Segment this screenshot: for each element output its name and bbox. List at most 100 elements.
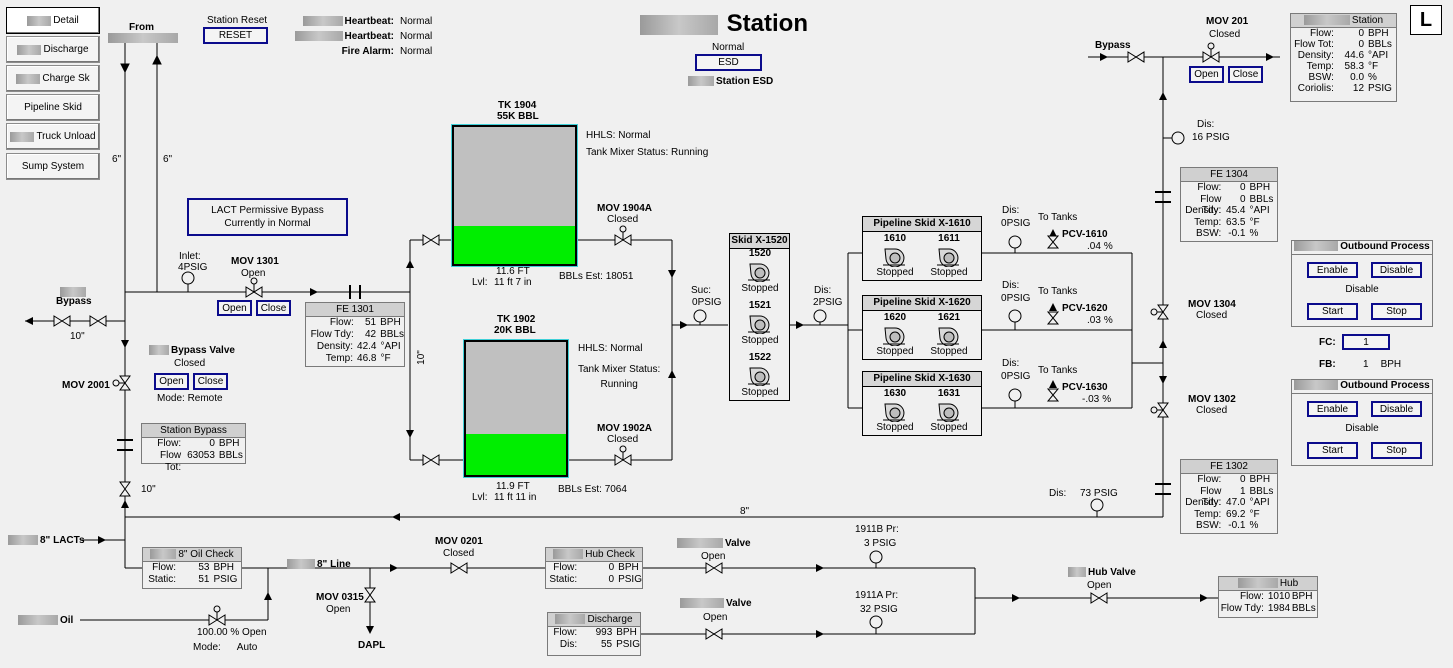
fire-alarm-value: Normal xyxy=(400,46,433,57)
pump-id: 1620 xyxy=(883,312,907,323)
row-label: Flow: xyxy=(152,562,177,573)
mov0315-status: Open xyxy=(326,604,351,615)
nav-button[interactable]: Discharge xyxy=(6,36,100,63)
row-value: 0 xyxy=(1239,193,1246,205)
dis-unit: PSIG xyxy=(1006,371,1031,382)
pump-icon[interactable] xyxy=(746,312,774,335)
skid-dis-label: Dis: xyxy=(1002,358,1020,369)
data-row: BSW:-0.1% xyxy=(1181,520,1277,532)
outbound-1-disable-button[interactable]: Disable xyxy=(1371,262,1422,278)
pump-icon[interactable] xyxy=(935,324,963,347)
dis-bottom-label: Dis: xyxy=(1049,488,1067,499)
pump-icon[interactable] xyxy=(881,245,909,268)
row-unit: BBLs xyxy=(1249,193,1274,205)
nav-button-label: Detail xyxy=(53,15,79,26)
row-label: Flow Tdy: xyxy=(310,329,354,340)
esd-button[interactable]: ESD xyxy=(695,54,762,71)
nav-button[interactable]: Sump System xyxy=(6,153,100,180)
row-value: 0.0 xyxy=(1350,72,1365,83)
tk1904-tank[interactable] xyxy=(451,124,578,267)
mov1301-close-button[interactable]: Close xyxy=(256,300,291,316)
row-unit: BPH xyxy=(380,317,401,328)
pcv-unit: % xyxy=(1103,315,1113,326)
pcv-percent: .03% xyxy=(1087,315,1113,326)
dis-right-label: Dis: xyxy=(1197,119,1215,130)
mov201-close-button[interactable]: Close xyxy=(1228,66,1263,83)
outbound-2-start-button[interactable]: Start xyxy=(1307,442,1358,459)
pcv-percent: .04% xyxy=(1087,241,1113,252)
redacted-text xyxy=(60,287,86,298)
row-label: Flow: xyxy=(1197,474,1222,485)
hub-valve-status: Open xyxy=(1087,580,1112,591)
row-label: Flow Tdy: xyxy=(1220,603,1264,614)
tk1904-level: 11.6 FT Lvl:11 ft 7 in xyxy=(472,266,532,288)
row-unit: PSIG xyxy=(213,574,238,585)
outbound-2-enable-button[interactable]: Enable xyxy=(1307,401,1358,417)
suc-label: Suc: xyxy=(691,285,712,296)
outbound-1-start-button[interactable]: Start xyxy=(1307,303,1358,320)
nav-button-label: Discharge xyxy=(43,44,89,55)
row-value: 0 xyxy=(209,438,215,449)
row-unit: PSIG xyxy=(618,574,642,585)
pump-icon[interactable] xyxy=(935,245,963,268)
reset-button[interactable]: RESET xyxy=(203,27,268,44)
pump-icon[interactable] xyxy=(881,324,909,347)
row-unit: % xyxy=(1249,228,1259,239)
tk1904-hhls: HHLS: Normal xyxy=(586,130,651,141)
outbound-1-enable-button[interactable]: Enable xyxy=(1307,262,1358,278)
outbound-2-stop-button[interactable]: Stop xyxy=(1371,442,1422,459)
pump-icon[interactable] xyxy=(935,400,963,423)
row-value: 1984 xyxy=(1267,603,1291,614)
mov1301-status: Open xyxy=(241,268,266,279)
mov1301-open-button[interactable]: Open xyxy=(217,300,252,316)
row-value: 0 xyxy=(608,574,615,585)
nav-button[interactable]: Truck Unload xyxy=(6,123,100,150)
redacted-text xyxy=(555,614,586,625)
fc-input[interactable]: 1 xyxy=(1342,334,1390,350)
row-unit: BPH xyxy=(1368,28,1389,39)
row-unit: BBLs xyxy=(1249,485,1274,497)
dis-bottom-pressure: 73 PSIG xyxy=(1080,488,1118,499)
pump-icon[interactable] xyxy=(746,364,774,387)
nav-button[interactable]: Charge Sk xyxy=(6,65,100,92)
page-indicator[interactable]: L xyxy=(1410,5,1442,35)
row-label: BSW: xyxy=(1195,228,1222,239)
outbound-2-disable-button[interactable]: Disable xyxy=(1371,401,1422,417)
pump-status: Stopped xyxy=(930,267,968,278)
valve-top-name: Valve xyxy=(677,538,751,549)
redacted-text xyxy=(1294,241,1339,252)
pump-icon[interactable] xyxy=(881,400,909,423)
pcv-name: PCV-1630 xyxy=(1062,382,1108,393)
pump-icon[interactable] xyxy=(746,260,774,283)
pcv-unit: % xyxy=(1102,394,1112,405)
bypass-valve-open-button[interactable]: Open xyxy=(154,373,189,390)
pump-id: 1521 xyxy=(748,300,772,311)
row-value: 47.0 xyxy=(1226,497,1246,508)
tk1902-tank[interactable] xyxy=(463,339,569,478)
outbound-1-stop-button[interactable]: Stop xyxy=(1371,303,1422,320)
bypass-valve-close-button[interactable]: Close xyxy=(193,373,228,390)
bypass-label: Bypass xyxy=(56,296,92,307)
row-unit: BBLs xyxy=(1368,39,1392,50)
nav-button[interactable]: Pipeline Skid xyxy=(6,94,100,121)
nav-button[interactable]: Detail xyxy=(6,7,100,34)
mov201-open-button[interactable]: Open xyxy=(1189,66,1224,83)
dis-value: 0 xyxy=(1001,218,1007,229)
